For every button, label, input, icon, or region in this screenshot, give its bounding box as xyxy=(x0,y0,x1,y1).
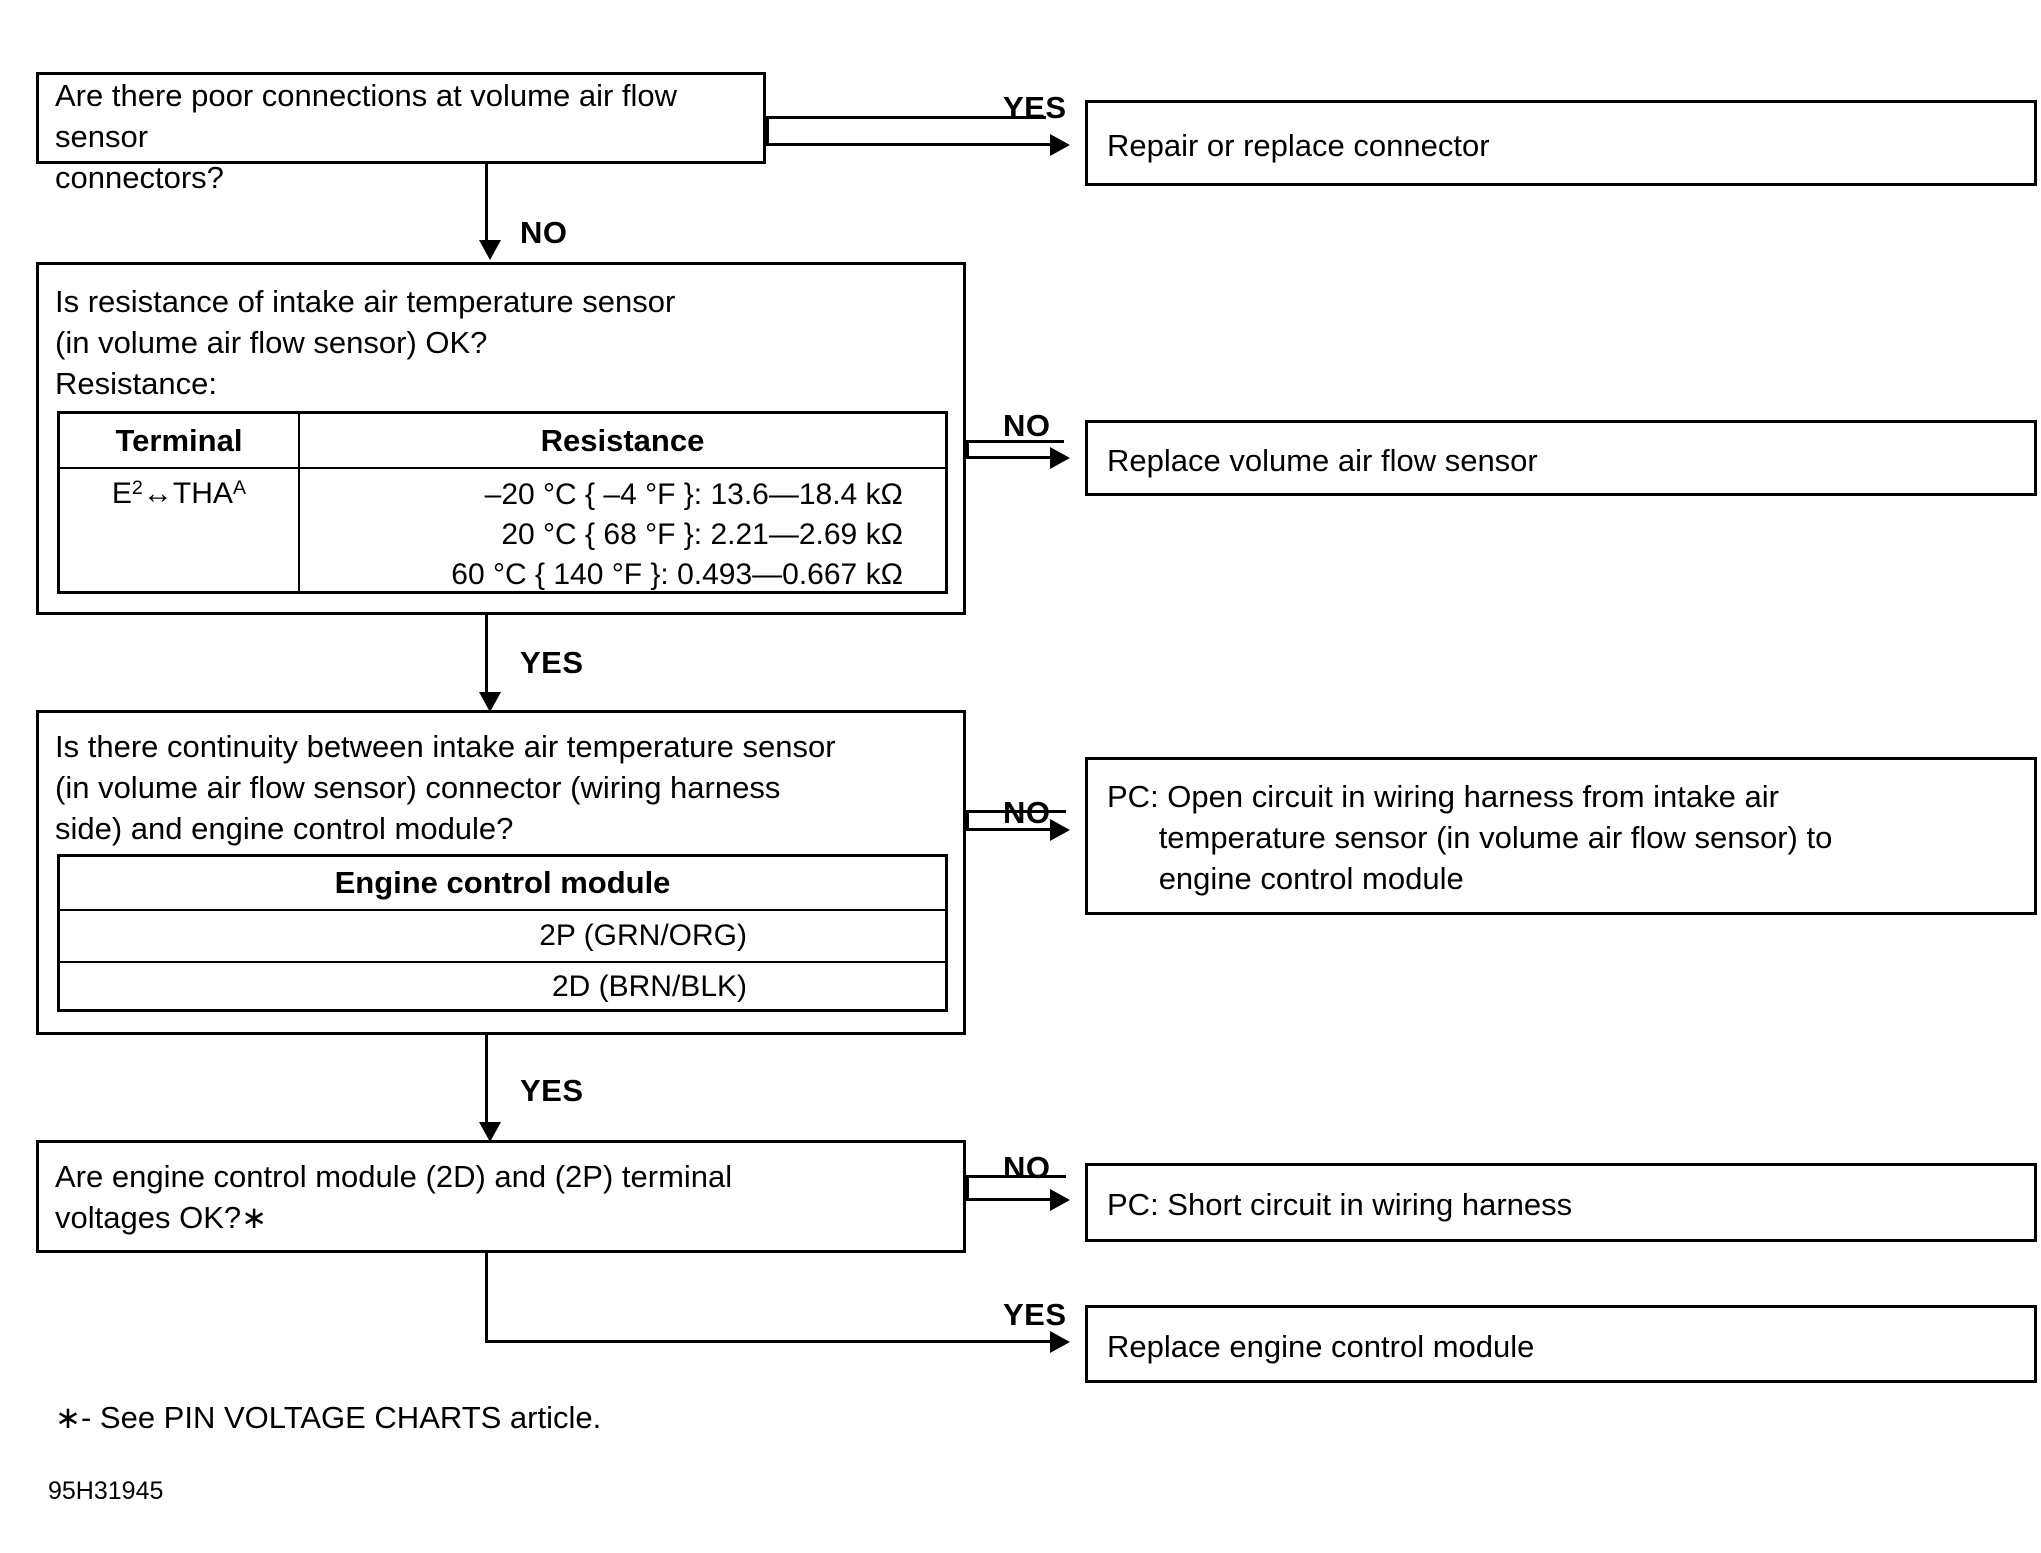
connector-q2-no-drop xyxy=(966,440,969,458)
ecm-table-header-row: Engine control module xyxy=(60,857,945,911)
question-3-line-2: (in volume air flow sensor) connector (w… xyxy=(55,770,781,805)
question-3-line-1: Is there continuity between intake air t… xyxy=(55,729,836,764)
connector-q2-no xyxy=(966,440,1064,443)
ecm-table: Engine control module 2P (GRN/ORG) 2D (B… xyxy=(57,854,948,1012)
connector-q3-yes xyxy=(485,1035,488,1125)
arrow-q3-no xyxy=(1050,819,1070,841)
arrow-q1-yes xyxy=(1050,134,1070,156)
arrow-q4-yes xyxy=(1050,1331,1070,1353)
ecm-row-2-value: 2D (BRN/BLK) xyxy=(551,970,747,1003)
connector-q3-no-arm xyxy=(966,828,1066,831)
footnote-text: ∗- See PIN VOLTAGE CHARTS article. xyxy=(55,1400,602,1435)
terminal-sub-a: A xyxy=(232,477,247,499)
connector-q4-no-arm xyxy=(966,1198,1066,1201)
resistance-values-list: –20 °C { –4 °F }: 13.6—18.4 kΩ 20 °C { 6… xyxy=(308,475,937,595)
arrow-q2-no xyxy=(1050,447,1070,469)
connector-q1-yes-arm xyxy=(766,143,1052,146)
ecm-header-label: Engine control module xyxy=(334,865,671,900)
connector-q1-no xyxy=(485,164,488,242)
arrow-q1-no xyxy=(479,240,501,260)
question-2-line-3: Resistance: xyxy=(55,366,217,401)
ecm-table-row-1: 2P (GRN/ORG) xyxy=(60,911,945,963)
resistance-value-row-2: 20 °C { 68 °F }: 2.21—2.69 kΩ xyxy=(501,517,903,551)
question-2-line-2: (in volume air flow sensor) OK? xyxy=(55,325,488,360)
action-2-text: Replace volume air flow sensor xyxy=(1107,443,1538,478)
action-5-text: Replace engine control module xyxy=(1107,1329,1535,1364)
branch-label-q1-yes: YES xyxy=(1003,90,1067,125)
question-1-text: Are there poor connections at volume air… xyxy=(55,78,678,195)
resistance-table-header-row: Terminal Resistance xyxy=(60,414,945,469)
terminal-arrow-tha: ↔THA xyxy=(142,477,233,510)
resistance-header-resistance: Resistance xyxy=(540,422,705,458)
ecm-row-1-value: 2P (GRN/ORG) xyxy=(539,919,747,952)
action-box-1 xyxy=(1085,100,2037,186)
action-box-2 xyxy=(1085,420,2037,496)
connector-q2-yes xyxy=(485,615,488,695)
action-4-text: PC: Short circuit in wiring harness xyxy=(1107,1187,1573,1222)
ecm-table-row-2: 2D (BRN/BLK) xyxy=(60,963,945,1011)
arrow-q4-no xyxy=(1050,1189,1070,1211)
question-2-line-1: Is resistance of intake air temperature … xyxy=(55,284,676,319)
connector-q2-no-arm xyxy=(966,456,1066,459)
connector-q1-yes xyxy=(766,116,1046,119)
action-box-5 xyxy=(1085,1305,2037,1383)
resistance-values-cell: –20 °C { –4 °F }: 13.6—18.4 kΩ 20 °C { 6… xyxy=(300,469,945,591)
question-box-4 xyxy=(36,1140,966,1253)
connector-q3-no-drop xyxy=(966,810,969,830)
connector-q4-no xyxy=(966,1175,1066,1178)
branch-label-q3-no: NO xyxy=(1003,795,1051,830)
branch-label-q2-yes: YES xyxy=(520,645,584,680)
connector-q3-no xyxy=(966,810,1066,813)
branch-label-q2-no: NO xyxy=(1003,408,1051,443)
document-id-code: 95H31945 xyxy=(48,1477,164,1505)
question-box-1 xyxy=(36,72,766,164)
arrow-q2-yes xyxy=(479,692,501,712)
branch-label-q1-no: NO xyxy=(520,215,568,250)
question-4-text: Are engine control module (2D) and (2P) … xyxy=(55,1159,733,1235)
resistance-header-terminal: Terminal xyxy=(60,414,300,467)
branch-label-q4-yes: YES xyxy=(1003,1297,1067,1332)
branch-label-q4-no: NO xyxy=(1003,1150,1051,1185)
terminal-e: E xyxy=(111,477,132,510)
arrow-q3-yes xyxy=(479,1122,501,1142)
branch-label-q3-yes: YES xyxy=(520,1073,584,1108)
connector-q4-yes-run xyxy=(485,1340,1055,1343)
connector-q4-no-drop xyxy=(966,1175,969,1200)
resistance-value-row-3: 60 °C { 140 °F }: 0.493—0.667 kΩ xyxy=(451,557,903,591)
action-1-text: Repair or replace connector xyxy=(1107,128,1490,163)
action-box-3 xyxy=(1085,757,2037,915)
action-box-4 xyxy=(1085,1163,2037,1242)
terminal-sub-2: 2 xyxy=(131,477,143,499)
action-3-text: PC: Open circuit in wiring harness from … xyxy=(1107,779,1833,896)
connector-q1-yes-drop xyxy=(766,116,769,144)
resistance-value-row-1: –20 °C { –4 °F }: 13.6—18.4 kΩ xyxy=(484,478,903,511)
connector-q4-yes-drop xyxy=(485,1253,488,1343)
question-3-line-3: side) and engine control module? xyxy=(55,811,514,846)
